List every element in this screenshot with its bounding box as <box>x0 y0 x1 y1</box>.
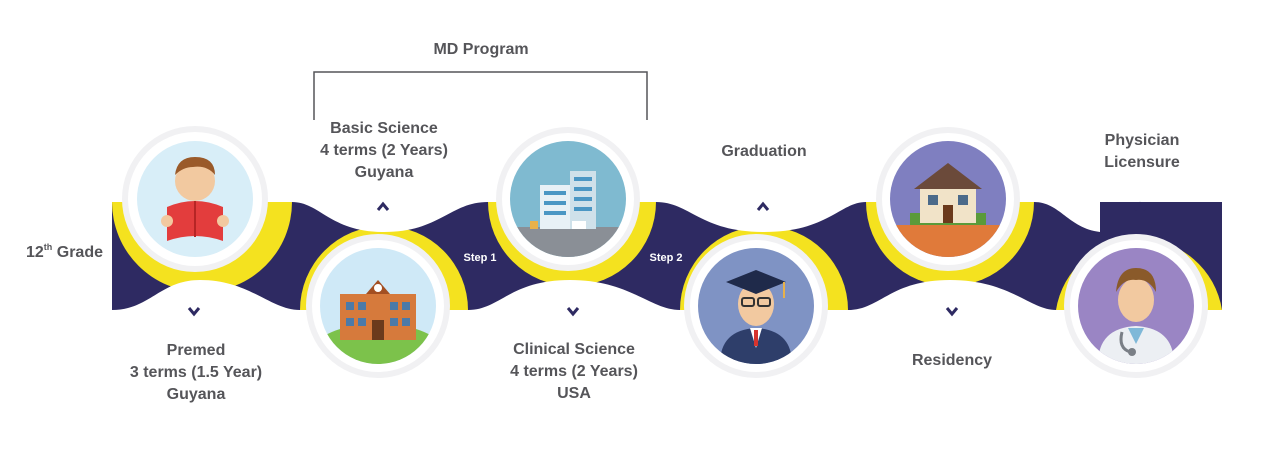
basic-science-label: Basic Science 4 terms (2 Years) Guyana <box>320 120 448 181</box>
badge-doctor <box>1070 240 1202 372</box>
band-wave-top <box>1034 202 1100 232</box>
premed-label: Premed 3 terms (1.5 Year) Guyana <box>129 342 263 403</box>
chevron-down-icon <box>187 307 959 317</box>
residency-label: Residency <box>911 352 993 369</box>
md-program-title: MD Program <box>433 41 529 58</box>
clinical-science-label: Clinical Science 4 terms (2 Years) USA <box>510 341 638 402</box>
band-wave-bottom <box>468 280 680 310</box>
doctor-icon <box>1098 268 1174 364</box>
licensure-label: Physician Licensure <box>1104 132 1180 171</box>
student-reading-icon <box>161 157 229 241</box>
badge-house <box>882 133 1014 265</box>
step-1-label: Step 1 <box>463 252 497 264</box>
graduation-label: Graduation <box>721 143 807 160</box>
hospital-icon <box>510 171 626 257</box>
graduate-icon <box>720 270 792 364</box>
band-wave-bottom <box>848 280 1056 310</box>
school-building-icon <box>320 280 436 364</box>
badge-student <box>128 132 262 266</box>
badge-school <box>312 240 444 372</box>
chevron-up-icon <box>376 201 1147 211</box>
band-wave-top <box>656 202 866 232</box>
badge-graduate <box>690 240 822 372</box>
band-wave-top <box>292 202 488 232</box>
step-2-label: Step 2 <box>649 252 683 264</box>
band-wave-bottom <box>112 280 300 310</box>
md-program-bracket <box>313 71 648 120</box>
grade-superscript: th <box>43 242 53 252</box>
badge-hospital <box>502 133 634 265</box>
house-icon <box>890 163 1006 257</box>
grade-label: 12th Grade <box>26 242 103 262</box>
